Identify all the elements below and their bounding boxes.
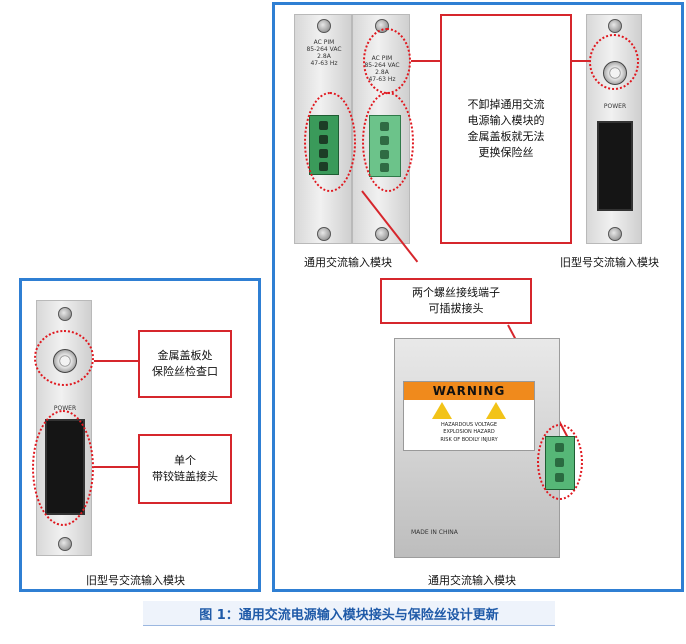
callout-line: [94, 360, 138, 362]
hinged-connector: [597, 121, 633, 211]
fuse-highlight-ring: [589, 34, 639, 90]
screw-icon: [58, 307, 72, 321]
power-label: POWER: [53, 405, 77, 412]
terminal-note-text: 两个螺丝接线端子 可插拔接头: [412, 286, 500, 315]
warning-line-2: EXPLOSION HAZARD: [443, 429, 495, 435]
power-label: POWER: [603, 103, 627, 110]
universal-module-photo: WARNING HAZARDOUS VOLTAGE EXPLOSION HAZA…: [394, 338, 560, 558]
screw-icon: [608, 19, 622, 33]
left-fuse-note-callout: 金属盖板处 保险丝检查口: [138, 330, 232, 398]
electric-hazard-icon: [432, 402, 452, 419]
left-connector-note-text: 单个 带铰链盖接头: [152, 454, 218, 483]
connector-highlight-ring: [32, 410, 94, 526]
panel-rating-text: AC PIM 85-264 VAC 2.8A 47-63 Hz: [306, 39, 342, 67]
screw-icon: [317, 227, 331, 241]
fuse-highlight-ring: [363, 28, 411, 94]
made-in-label: MADE IN CHINA: [411, 529, 458, 536]
fuse-highlight-ring: [34, 330, 94, 386]
connector-highlight-ring: [537, 424, 583, 500]
callout-line: [572, 60, 590, 62]
caption-universal-module: 通用交流输入模块: [304, 256, 392, 269]
caption-universal-module-bottom: 通用交流输入模块: [428, 574, 516, 587]
screw-icon: [608, 227, 622, 241]
explosion-hazard-icon: [486, 402, 506, 419]
screw-icon: [375, 227, 389, 241]
right-group-frame: [272, 2, 684, 592]
caption-old-module-left: 旧型号交流输入模块: [86, 574, 185, 587]
connector-highlight-ring: [362, 92, 414, 192]
warning-line-1: HAZARDOUS VOLTAGE: [440, 422, 498, 428]
warning-label: WARNING HAZARDOUS VOLTAGE EXPLOSION HAZA…: [403, 381, 535, 451]
left-connector-note-callout: 单个 带铰链盖接头: [138, 434, 232, 504]
warning-header: WARNING: [404, 382, 534, 400]
left-fuse-note-text: 金属盖板处 保险丝检查口: [152, 349, 218, 378]
caption-old-module-right: 旧型号交流输入模块: [560, 256, 659, 269]
fuse-note-callout: 不卸掉通用交流 电源输入模块的 金属盖板就无法 更换保险丝: [440, 14, 572, 244]
screw-icon: [317, 19, 331, 33]
connector-highlight-ring: [304, 92, 356, 192]
screw-icon: [58, 537, 72, 551]
fuse-note-text: 不卸掉通用交流 电源输入模块的 金属盖板就无法 更换保险丝: [467, 98, 545, 159]
terminal-note-callout: 两个螺丝接线端子 可插拔接头: [380, 278, 532, 324]
callout-line: [94, 466, 138, 468]
callout-line: [411, 60, 441, 62]
figure-title: 图 1：通用交流电源输入模块接头与保险丝设计更新: [143, 601, 555, 626]
left-group-frame: [19, 278, 261, 592]
warning-line-3: RISK OF BODILY INJURY: [440, 437, 498, 443]
